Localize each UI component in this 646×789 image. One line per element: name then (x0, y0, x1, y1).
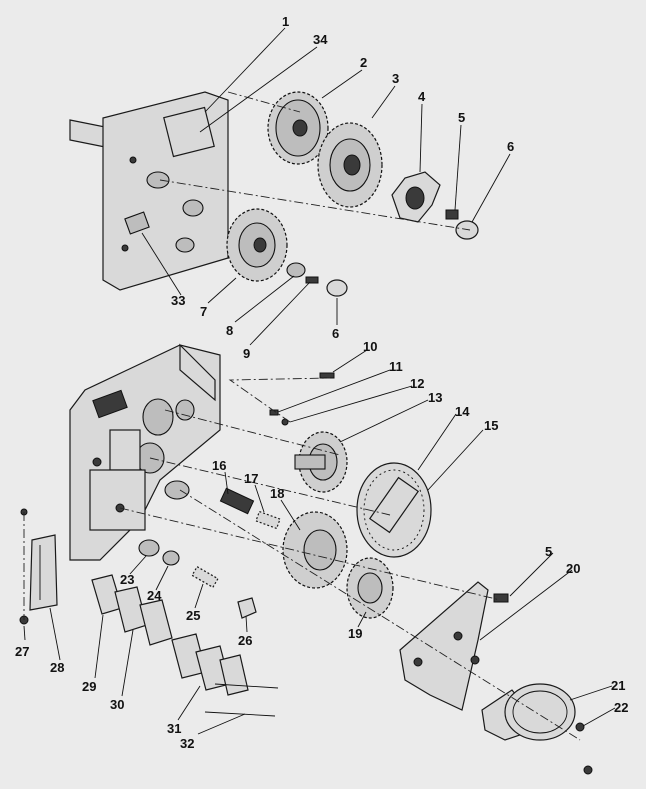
callout-labels: 1 34 2 3 4 5 6 33 7 8 9 6 10 11 12 13 14… (15, 14, 628, 751)
callout-30: 30 (110, 697, 124, 712)
bushing-23 (138, 539, 160, 557)
callout-8: 8 (226, 323, 233, 338)
callout-22: 22 (614, 700, 628, 715)
callout-28: 28 (50, 660, 64, 675)
gear-7 (226, 208, 288, 282)
screw-9 (305, 276, 319, 284)
callout-16: 16 (212, 458, 226, 473)
gear-3 (317, 122, 383, 208)
gear-13 (294, 431, 348, 493)
callout-5: 5 (458, 110, 465, 125)
callout-20: 20 (566, 561, 580, 576)
screw-5 (445, 209, 459, 220)
knob-4 (391, 171, 441, 223)
callout-34: 34 (313, 32, 328, 47)
cam-26 (237, 597, 257, 619)
screw-5-lower (493, 593, 509, 603)
switch-stack (91, 574, 249, 696)
callout-5-lower: 5 (545, 544, 552, 559)
callout-25: 25 (186, 608, 200, 623)
callout-2: 2 (360, 55, 367, 70)
gear-19 (346, 557, 394, 619)
cap-6-lower (326, 279, 348, 297)
bracket-28 (29, 534, 58, 611)
spring-17 (255, 510, 281, 530)
callout-14: 14 (455, 404, 470, 419)
callout-32: 32 (180, 736, 194, 751)
cap-6 (455, 220, 479, 240)
callout-29: 29 (82, 679, 96, 694)
callout-24: 24 (147, 588, 162, 603)
screw-bottom (583, 765, 593, 775)
gear-18 (282, 511, 348, 589)
motor-21 (481, 683, 576, 741)
leader-lines (23, 27, 616, 735)
callout-27: 27 (15, 644, 29, 659)
callout-33: 33 (171, 293, 185, 308)
shaft-16 (219, 487, 255, 515)
dial-15 (356, 462, 432, 558)
long-screw-31 (214, 683, 279, 689)
callout-15: 15 (484, 418, 498, 433)
callout-18: 18 (270, 486, 284, 501)
callout-1: 1 (282, 14, 289, 29)
gear-2 (267, 91, 329, 165)
screw-22 (575, 722, 585, 732)
callout-26: 26 (238, 633, 252, 648)
callout-7: 7 (200, 304, 207, 319)
front-plate-20 (399, 581, 489, 711)
housing-frame (69, 343, 221, 561)
callout-11: 11 (389, 359, 403, 374)
callout-12: 12 (410, 376, 424, 391)
washer-8 (286, 262, 306, 278)
callout-6: 6 (507, 139, 514, 154)
callout-6-lower: 6 (332, 326, 339, 341)
collar-24 (162, 550, 180, 566)
callout-10: 10 (363, 339, 377, 354)
back-plate (69, 91, 229, 291)
callout-19: 19 (348, 626, 362, 641)
callout-3: 3 (392, 71, 399, 86)
callout-4: 4 (418, 89, 426, 104)
spring-25 (191, 565, 219, 589)
callout-21: 21 (611, 678, 625, 693)
callout-23: 23 (120, 572, 134, 587)
callout-31: 31 (167, 721, 181, 736)
long-screw-32 (204, 711, 276, 717)
callout-9: 9 (243, 346, 250, 361)
callout-17: 17 (244, 471, 258, 486)
callout-13: 13 (428, 390, 442, 405)
screw-10 (319, 372, 335, 379)
spring-11 (269, 409, 279, 416)
